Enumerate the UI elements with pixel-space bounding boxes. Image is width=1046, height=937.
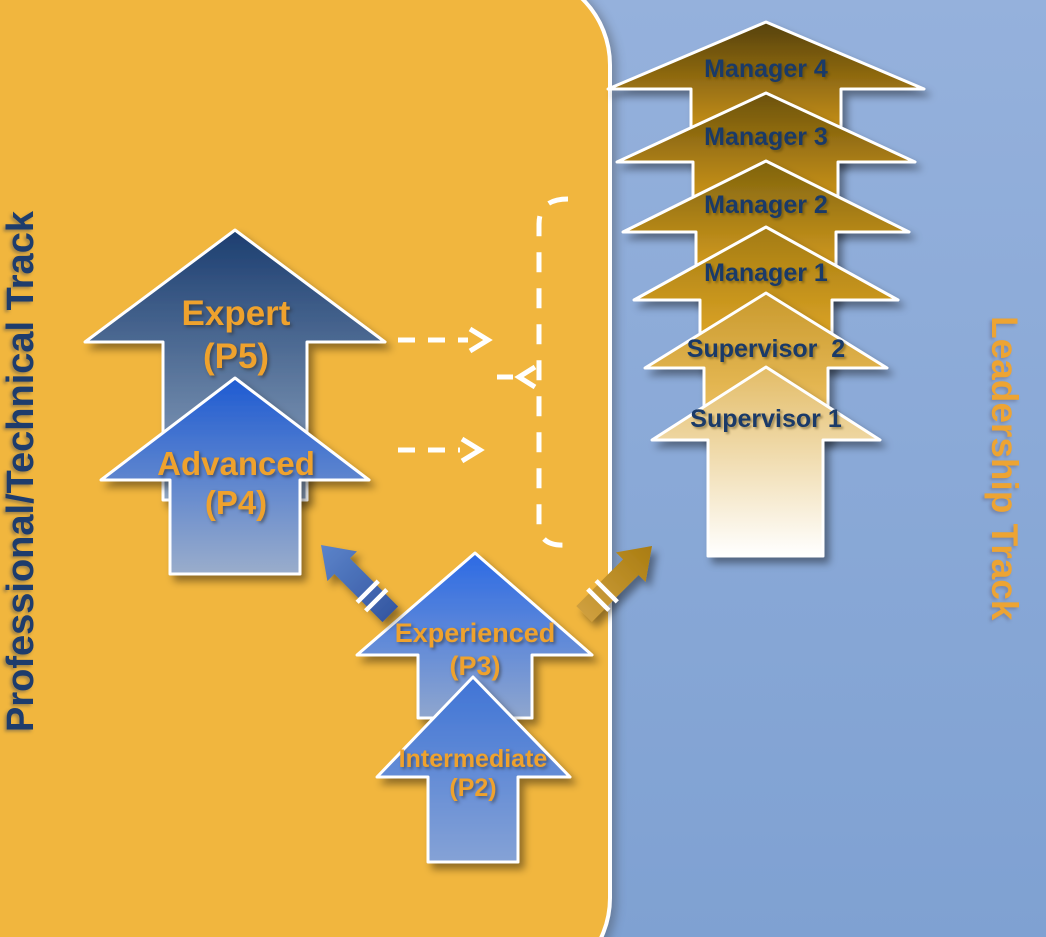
supervisor1-label: Supervisor 1 xyxy=(690,405,842,433)
gold-arrow-break-marks xyxy=(586,579,619,612)
intermediate-up-arrow-icon xyxy=(375,675,572,864)
advanced-up-arrow-icon xyxy=(99,376,371,576)
level-grade: (P3) xyxy=(449,651,501,681)
intermediate-level-label: Intermediate (P2) xyxy=(323,745,623,803)
level-grade: (P4) xyxy=(204,484,268,521)
manager1-label: Manager 1 xyxy=(704,259,828,287)
dashed-bracket xyxy=(536,196,569,548)
expert-level-label: Expert (P5) xyxy=(86,292,386,378)
bracket-left-arrowhead-icon xyxy=(514,364,537,390)
crossover-arrow-to-professional-icon xyxy=(321,545,399,623)
manager3-label: Manager 3 xyxy=(704,123,828,151)
level-title: Experienced xyxy=(394,618,556,648)
p5-connector-arrowhead-icon xyxy=(468,326,493,354)
level-title: Intermediate xyxy=(398,745,548,773)
p4-connector-arrowhead-icon xyxy=(460,436,485,464)
level-grade: (P5) xyxy=(202,337,270,376)
level-grade: (P2) xyxy=(449,774,497,802)
advanced-level-label: Advanced (P4) xyxy=(86,444,386,522)
leadership-track-title: Leadership Track xyxy=(984,315,1025,621)
blue-arrow-break-marks xyxy=(355,579,389,613)
crossover-arrow-to-leadership-icon xyxy=(576,546,652,622)
experienced-level-label: Experienced (P3) xyxy=(325,617,625,683)
supervisor2-label: Supervisor 2 xyxy=(686,335,846,363)
supervisor1-up-arrow-icon xyxy=(650,365,882,558)
level-title: Expert xyxy=(181,294,291,333)
level-title: Advanced xyxy=(157,445,315,482)
dashed-connectors xyxy=(398,196,569,548)
professional-track-title: Professional/Technical Track xyxy=(0,211,42,733)
manager4-label: Manager 4 xyxy=(704,55,828,83)
manager2-label: Manager 2 xyxy=(704,191,828,219)
